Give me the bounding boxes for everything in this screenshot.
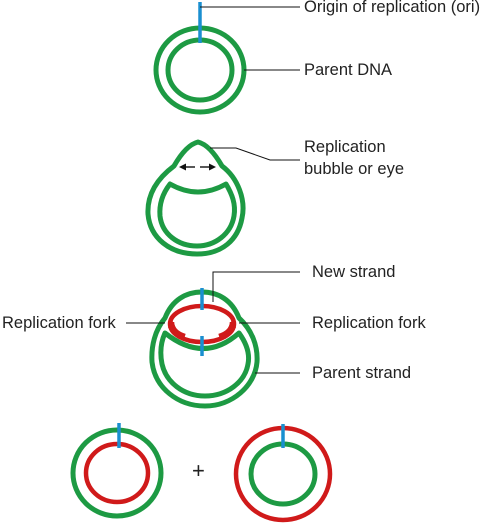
new-strand-arrow-right <box>218 320 236 339</box>
replication-bubble-label-line2: bubble or eye <box>304 160 404 178</box>
bubble-leader-line <box>210 147 300 161</box>
origin-of-replication-label: Origin of replication (ori) <box>304 0 481 16</box>
stage-parent-dna <box>153 2 300 115</box>
daughter-left-outer-strand <box>70 427 164 519</box>
replication-fork-right-label: Replication fork <box>312 314 426 332</box>
daughter-left-inner-strand <box>83 441 151 505</box>
bubble-outer-strand <box>145 139 246 257</box>
bubble-inner-strand <box>157 181 237 249</box>
stage-replication-forks <box>126 271 300 409</box>
stage-daughter-molecules <box>70 423 333 523</box>
parent-dna-inner-strand <box>165 37 235 103</box>
new-strand-arrow-left <box>168 320 186 339</box>
parent-dna-label: Parent DNA <box>304 61 393 79</box>
daughter-right-inner-strand <box>248 441 318 507</box>
parent-strand-label: Parent strand <box>312 364 412 382</box>
bubble-arrowhead-left <box>179 163 186 171</box>
new-strand-leader-line <box>212 271 300 302</box>
plus-sign: + <box>192 458 205 483</box>
new-strand-label: New strand <box>312 263 396 281</box>
fork-inner-strand <box>158 330 252 399</box>
bubble-arrowhead-right <box>209 163 216 171</box>
replication-fork-left-label: Replication fork <box>2 314 116 332</box>
replication-bubble-label-line1: Replication <box>304 138 386 156</box>
stage-replication-bubble <box>145 139 300 257</box>
